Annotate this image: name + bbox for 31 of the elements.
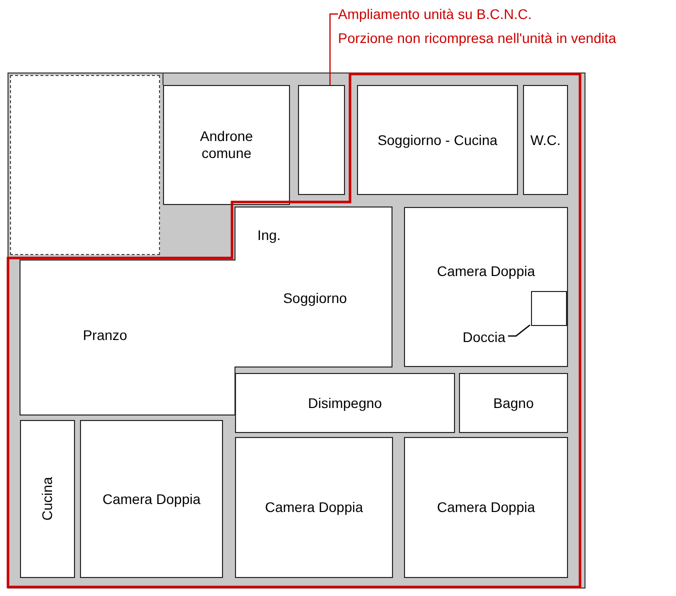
room-label: Ing. xyxy=(240,222,298,248)
room-box xyxy=(80,420,223,578)
annotation-text: Ampliamento unità su B.C.N.C. xyxy=(338,4,578,24)
room-label: Soggiorno xyxy=(262,280,368,316)
room-name: Camera Doppia xyxy=(102,490,201,508)
room-name: Disimpegno xyxy=(308,394,382,412)
shower-tray xyxy=(531,291,567,326)
room-box xyxy=(523,85,568,195)
room-name: Camera Doppia xyxy=(264,499,364,516)
room-box xyxy=(235,437,393,578)
room-name: Cucina xyxy=(39,477,56,521)
leader-line xyxy=(329,13,338,85)
room-box xyxy=(459,373,568,433)
room-box xyxy=(163,85,290,205)
room-name: Camera Doppia xyxy=(436,499,536,516)
room-box xyxy=(404,207,568,367)
room-name: Soggiorno - Cucina xyxy=(378,132,498,148)
room-box xyxy=(235,373,455,433)
room-name: Camera Doppia xyxy=(436,263,536,280)
room-label: Pranzo xyxy=(60,318,150,352)
room-name: Bagno xyxy=(493,394,534,412)
room-name: Androne comune xyxy=(199,128,254,162)
annotation-text: Porzione non ricompresa nell'unità in vendita xyxy=(338,30,616,47)
room-label: Doccia xyxy=(459,328,509,346)
room-box xyxy=(298,85,345,195)
room-name: W.C. xyxy=(530,132,561,148)
leader-line xyxy=(508,324,530,337)
room-box xyxy=(20,420,75,578)
room-box xyxy=(404,437,568,578)
exterior-area xyxy=(10,75,160,255)
room-box xyxy=(357,85,518,195)
